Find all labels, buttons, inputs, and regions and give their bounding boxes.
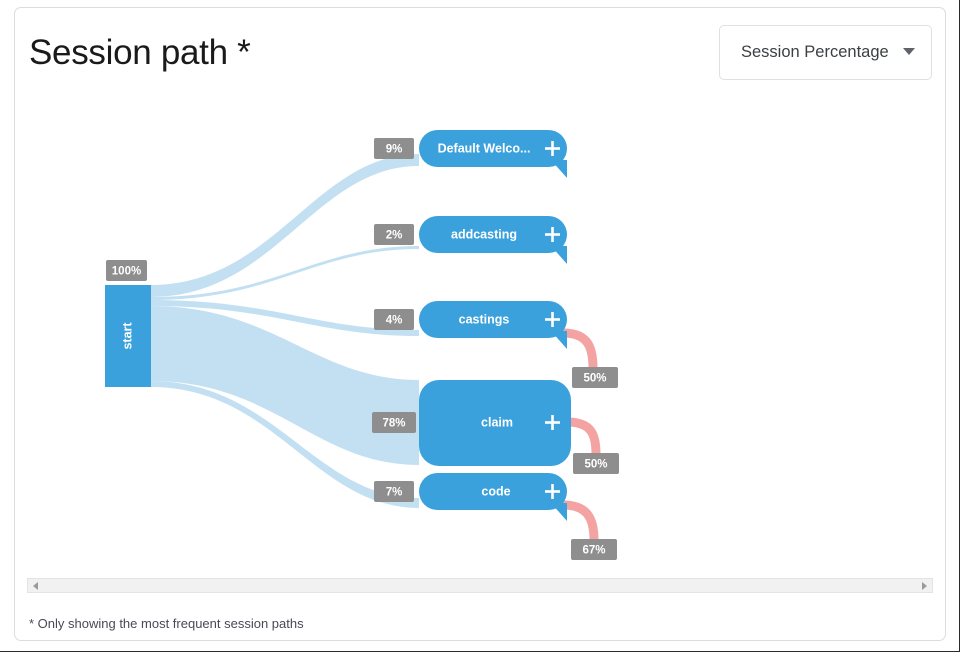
badge-text-addcasting: 2% xyxy=(386,230,403,242)
caret-right-icon[interactable] xyxy=(922,582,927,590)
badge-rect-default-welcome xyxy=(374,138,414,159)
caret-left-icon[interactable] xyxy=(33,582,38,590)
badge-rect-addcasting xyxy=(374,224,414,245)
link-start-claim[interactable] xyxy=(151,306,419,465)
node-shape-code[interactable] xyxy=(419,473,567,510)
session-path-card: Session path * Session Percentage xyxy=(14,7,946,641)
badge-rect-exit-castings xyxy=(572,367,618,388)
sankey-node-addcasting[interactable]: addcasting xyxy=(419,216,567,264)
badge-text-default-welcome: 9% xyxy=(386,144,403,156)
badge-start: 100% xyxy=(106,260,147,281)
sankey-diagram: start 100% Default Welco... 9% xyxy=(105,130,619,560)
node-label-claim: claim xyxy=(481,415,513,429)
badge-default-welcome: 9% xyxy=(374,138,414,159)
sankey-node-default-welcome[interactable]: Default Welco... xyxy=(419,130,567,178)
node-rect-start[interactable] xyxy=(105,285,151,387)
sankey-exit-links xyxy=(562,328,601,541)
badge-rect-exit-code xyxy=(571,539,617,560)
node-shape-castings[interactable] xyxy=(419,301,567,338)
badge-exit-castings: 50% xyxy=(572,367,618,388)
badge-text-exit-claim: 50% xyxy=(584,459,607,471)
badge-text-code: 7% xyxy=(386,487,403,499)
badge-exit-claim: 50% xyxy=(573,453,619,474)
link-start-castings[interactable] xyxy=(151,300,419,336)
plus-icon-claim[interactable] xyxy=(545,415,560,430)
sankey-links xyxy=(151,154,419,508)
node-label-code: code xyxy=(481,484,510,498)
badge-code: 7% xyxy=(374,481,414,502)
exit-link-castings[interactable] xyxy=(562,328,598,369)
badge-claim: 78% xyxy=(372,412,416,433)
node-shape-addcasting[interactable] xyxy=(419,216,567,253)
node-label-default-welcome: Default Welco... xyxy=(438,141,531,155)
badge-text-claim: 78% xyxy=(382,418,405,430)
chevron-down-icon xyxy=(903,48,915,55)
node-label-start: start xyxy=(120,322,134,350)
metric-select-value: Session Percentage xyxy=(741,43,889,61)
plus-icon-castings[interactable] xyxy=(545,312,560,327)
plus-icon-default-welcome[interactable] xyxy=(545,141,560,156)
badge-exit-code: 67% xyxy=(571,539,617,560)
node-label-castings: castings xyxy=(459,312,510,326)
horizontal-scrollbar[interactable] xyxy=(27,578,933,593)
sankey-node-code[interactable]: code xyxy=(419,473,567,521)
link-start-default-welcome[interactable] xyxy=(151,154,419,297)
sankey-node-claim[interactable]: claim xyxy=(419,380,571,466)
badge-rect-code xyxy=(374,481,414,502)
metric-select[interactable]: Session Percentage xyxy=(719,25,932,80)
exit-link-claim[interactable] xyxy=(566,417,601,455)
node-label-addcasting: addcasting xyxy=(451,227,517,241)
badge-rect-start xyxy=(106,260,147,281)
sankey-node-start[interactable]: start xyxy=(105,285,151,387)
sankey-node-castings[interactable]: castings xyxy=(419,301,567,349)
page-title: Session path * xyxy=(29,33,251,72)
badge-text-start: 100% xyxy=(112,266,141,278)
badge-addcasting: 2% xyxy=(374,224,414,245)
badge-rect-claim xyxy=(372,412,416,433)
badge-rect-exit-claim xyxy=(573,453,619,474)
badge-text-castings: 4% xyxy=(386,315,403,327)
badge-text-exit-code: 67% xyxy=(582,545,605,557)
card-footnote: * Only showing the most frequent session… xyxy=(29,616,304,631)
node-shape-claim[interactable] xyxy=(419,380,571,466)
plus-icon-code[interactable] xyxy=(545,484,560,499)
badge-text-exit-castings: 50% xyxy=(583,373,606,385)
node-shape-default-welcome[interactable] xyxy=(419,130,567,167)
badge-castings: 4% xyxy=(374,309,414,330)
plus-icon-addcasting[interactable] xyxy=(545,227,560,242)
badge-rect-castings xyxy=(374,309,414,330)
exit-link-code[interactable] xyxy=(562,500,599,541)
